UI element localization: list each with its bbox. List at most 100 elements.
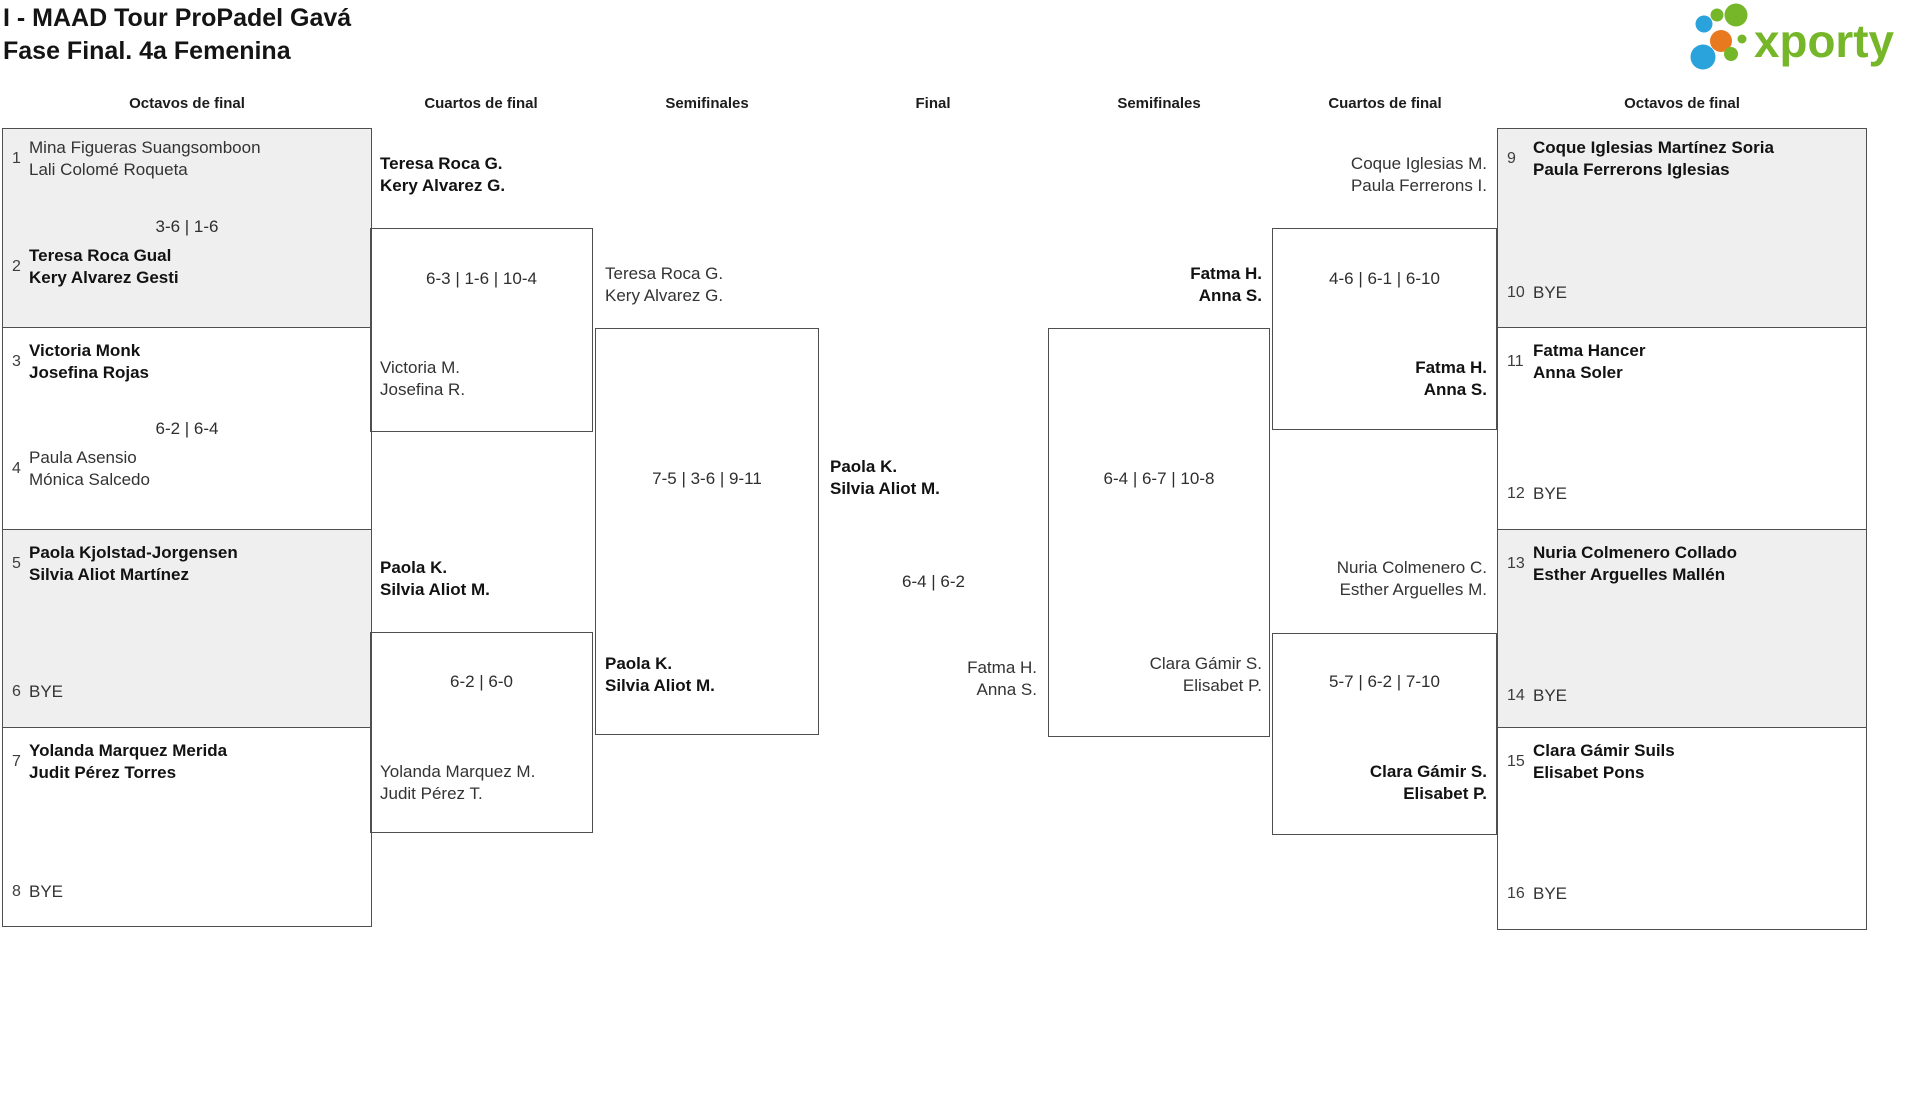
bye-label: BYE: [29, 682, 64, 701]
seed-number: 2: [12, 258, 21, 275]
player-name: Kery Alvarez G.: [605, 286, 724, 305]
qf-left-1-score: 6-3 | 1-6 | 10-4: [426, 269, 537, 288]
team-pair: 5 Paola Kjolstad-Jorgensen Silvia Aliot …: [12, 542, 362, 586]
bye-row: 10 BYE: [1507, 283, 1857, 303]
player-name: Mina Figueras Suangsomboon: [29, 138, 261, 157]
qf-left-1-loser: Victoria M. Josefina R.: [380, 357, 465, 401]
connector-qf-left-1: [370, 228, 593, 432]
sf-right-winner: Fatma H. Anna S.: [1048, 263, 1262, 307]
seed-number: 10: [1507, 284, 1525, 301]
player-name: Elisabet Pons: [1533, 763, 1645, 782]
seed-number: 5: [12, 555, 21, 572]
player-name: Clara Gámir S.: [1369, 762, 1487, 781]
xporty-logo[interactable]: xporty: [1686, 3, 1901, 73]
logo-dot: [1737, 34, 1747, 44]
bye-label: BYE: [29, 882, 64, 901]
player-name: Coque Iglesias M.: [1350, 154, 1487, 173]
player-name: Anna S.: [1423, 380, 1487, 399]
player-name: Mónica Salcedo: [29, 470, 150, 489]
bye-row: 14 BYE: [1507, 686, 1857, 706]
page-title: I - MAAD Tour ProPadel Gavá Fase Final. …: [3, 2, 351, 68]
player-name: Paola K.: [830, 457, 898, 476]
player-name: Judit Pérez T.: [380, 784, 483, 803]
match-box-r16-8: 15 Clara Gámir Suils Elisabet Pons 16 BY…: [1497, 728, 1867, 930]
sf-left-score: 7-5 | 3-6 | 9-11: [652, 469, 762, 488]
player-name: Esther Arguelles Mallén: [1533, 565, 1726, 584]
logo-dot: [1724, 47, 1738, 61]
player-name: Paula Ferrerons Iglesias: [1533, 160, 1730, 179]
player-name: Teresa Roca Gual: [29, 246, 172, 265]
connector-sf-left: [595, 328, 819, 735]
phase-name: Fase Final. 4a Femenina: [3, 37, 291, 65]
connector-qf-left-2: [370, 632, 593, 833]
seed-number: 16: [1507, 885, 1525, 902]
match-box-r16-3: 5 Paola Kjolstad-Jorgensen Silvia Aliot …: [2, 530, 372, 728]
team-pair: 2 Teresa Roca Gual Kery Alvarez Gesti: [12, 245, 362, 289]
player-name: Fatma Hancer: [1533, 341, 1646, 360]
qf-left-2-loser: Yolanda Marquez M. Judit Pérez T.: [380, 761, 535, 805]
sf-right-score: 6-4 | 6-7 | 10-8: [1103, 469, 1215, 488]
qf-right-1-loser: Coque Iglesias M. Paula Ferrerons I.: [1272, 153, 1487, 197]
player-name: Nuria Colmenero C.: [1336, 558, 1487, 577]
player-name: Paola Kjolstad-Jorgensen: [29, 543, 238, 562]
player-name: Judit Pérez Torres: [29, 763, 177, 782]
logo-dot: [1710, 30, 1732, 52]
sf-left-winner: Paola K. Silvia Aliot M.: [605, 653, 715, 697]
player-name: Yolanda Marquez Merida: [29, 741, 228, 760]
match-box-r16-7: 13 Nuria Colmenero Collado Esther Arguel…: [1497, 530, 1867, 728]
player-name: Clara Gámir Suils: [1533, 741, 1675, 760]
final-bottom-team: Fatma H. Anna S.: [820, 657, 1037, 701]
team-pair: 7 Yolanda Marquez Merida Judit Pérez Tor…: [12, 740, 362, 784]
team-pair: 15 Clara Gámir Suils Elisabet Pons: [1507, 740, 1857, 784]
seed-number: 11: [1507, 353, 1524, 370]
player-name: Paula Asensio: [29, 448, 137, 467]
team-pair: 9 Coque Iglesias Martínez Soria Paula Fe…: [1507, 137, 1857, 181]
player-name: Paola K.: [605, 654, 673, 673]
column-header-qf-right: Cuartos de final: [1328, 95, 1442, 112]
seed-number: 13: [1507, 555, 1525, 572]
tournament-name: I - MAAD Tour ProPadel Gavá: [3, 4, 352, 32]
logo-dot: [1690, 44, 1716, 70]
player-name: Kery Alvarez G.: [380, 176, 506, 195]
column-header-r16-left: Octavos de final: [129, 95, 245, 112]
player-name: Esther Arguelles M.: [1339, 580, 1487, 599]
match-box-r16-2: 3 Victoria Monk Josefina Rojas 6-2 | 6-4…: [2, 328, 372, 530]
player-name: Josefina R.: [380, 380, 466, 399]
match-box-r16-6: 11 Fatma Hancer Anna Soler 12 BYE: [1497, 328, 1867, 530]
player-name: Teresa Roca G.: [605, 264, 724, 283]
player-name: Yolanda Marquez M.: [380, 762, 536, 781]
player-name: Teresa Roca G.: [380, 154, 503, 173]
player-name: Victoria M.: [380, 358, 460, 377]
column-header-final: Final: [915, 95, 951, 112]
bye-row: 12 BYE: [1507, 484, 1857, 504]
team-pair: 4 Paula Asensio Mónica Salcedo: [12, 447, 362, 491]
qf-right-2-score: 5-7 | 6-2 | 7-10: [1329, 672, 1440, 691]
logo-dot: [1724, 3, 1748, 27]
bye-label: BYE: [1533, 884, 1568, 903]
player-name: Victoria Monk: [29, 341, 141, 360]
bye-label: BYE: [1533, 686, 1568, 705]
bye-row: 6 BYE: [12, 682, 362, 702]
seed-number: 4: [12, 460, 21, 477]
player-name: Paola K.: [380, 558, 448, 577]
logo-dot: [1710, 8, 1724, 22]
final-top-team: Paola K. Silvia Aliot M.: [830, 456, 940, 500]
player-name: Kery Alvarez Gesti: [29, 268, 179, 287]
seed-number: 12: [1507, 485, 1525, 502]
qf-right-1-score: 4-6 | 6-1 | 6-10: [1329, 269, 1440, 288]
qf-right-1-winner: Fatma H. Anna S.: [1272, 357, 1487, 401]
seed-number: 15: [1507, 753, 1525, 770]
player-name: Anna S.: [976, 680, 1038, 699]
column-header-sf-left: Semifinales: [665, 95, 749, 112]
player-name: Anna Soler: [1533, 363, 1623, 382]
seed-number: 14: [1507, 687, 1525, 704]
player-name: Paula Ferrerons I.: [1350, 176, 1487, 195]
column-header-qf-left: Cuartos de final: [424, 95, 538, 112]
player-name: Lali Colomé Roqueta: [29, 160, 188, 179]
team-pair: 11 Fatma Hancer Anna Soler: [1507, 340, 1857, 384]
final-score: 6-4 | 6-2: [901, 572, 965, 591]
player-name: Elisabet P.: [1182, 676, 1262, 695]
column-header-sf-right: Semifinales: [1117, 95, 1201, 112]
player-name: Anna S.: [1198, 286, 1262, 305]
